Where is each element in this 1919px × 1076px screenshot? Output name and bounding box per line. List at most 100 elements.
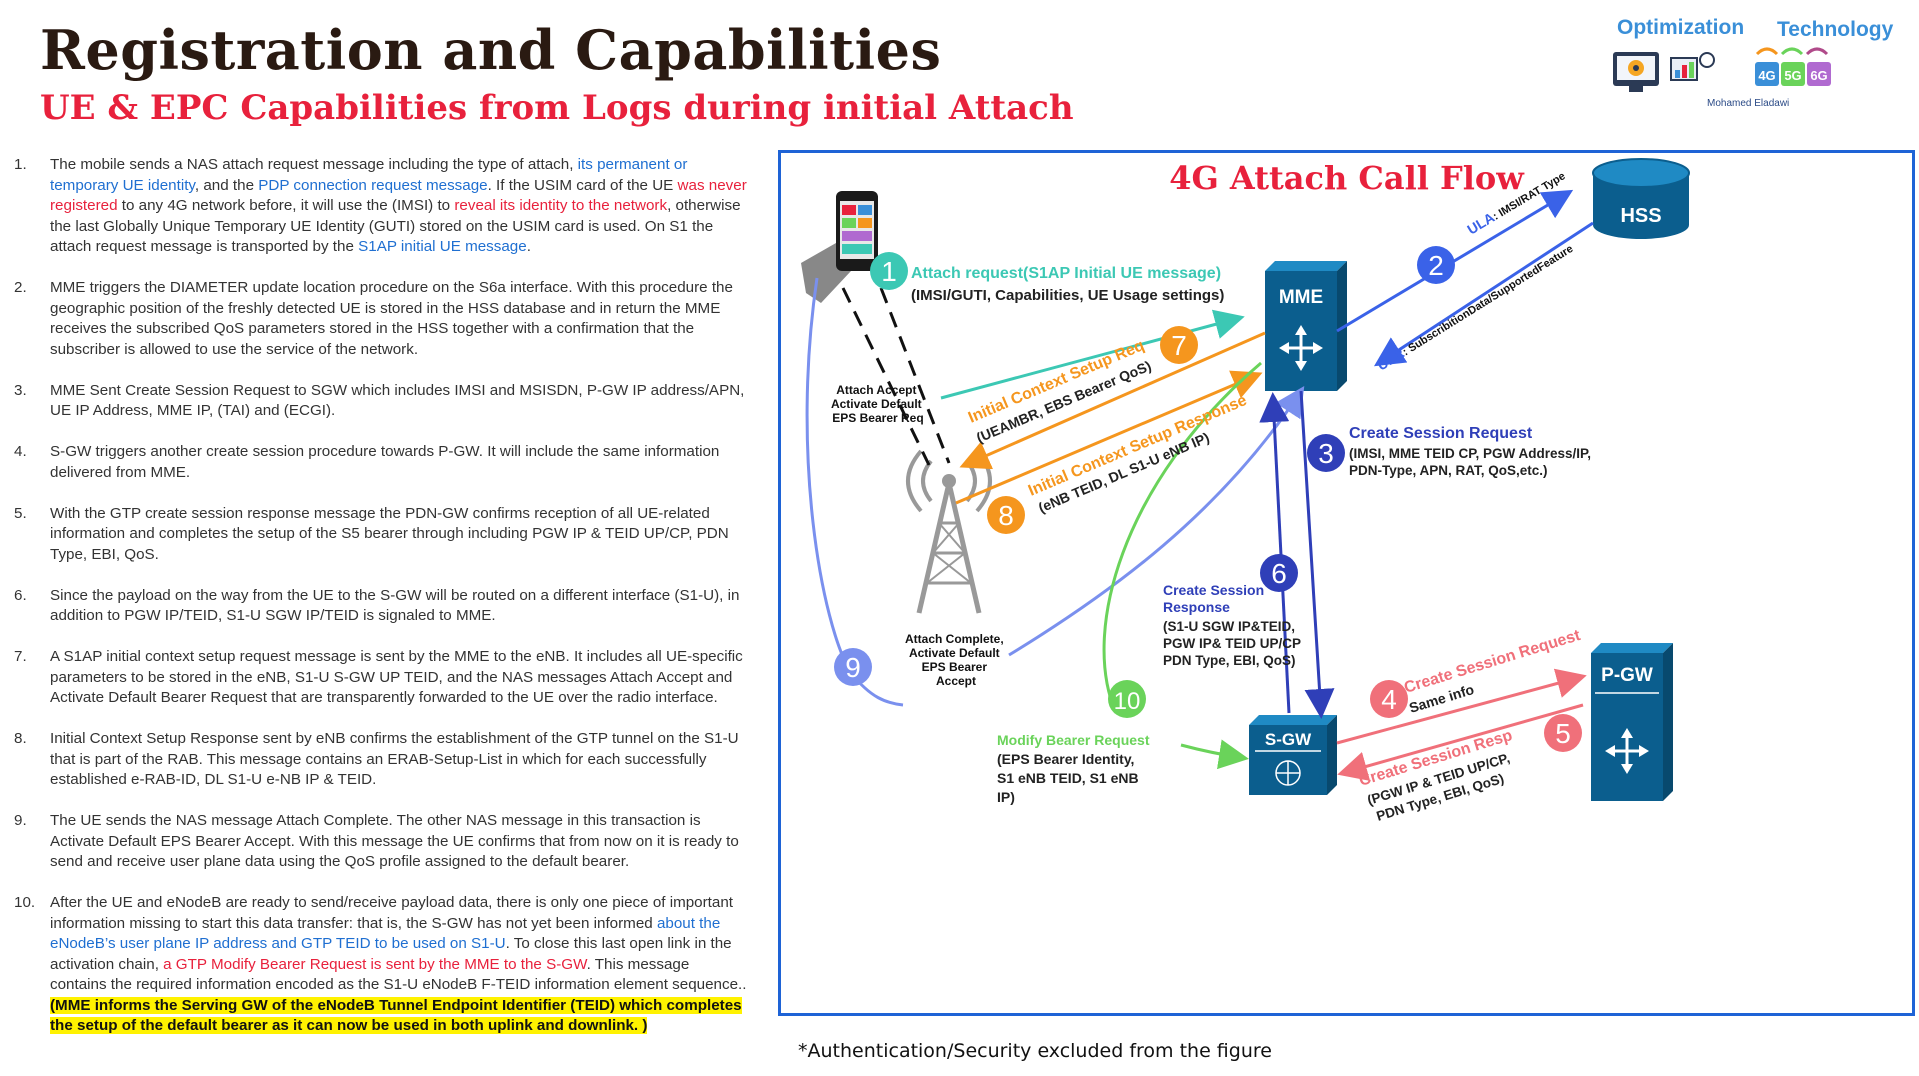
step-text: The mobile sends a NAS attach request me… bbox=[50, 156, 578, 173]
arrow-initial-context-resp bbox=[955, 370, 1263, 505]
gen-label: 6G bbox=[1810, 68, 1827, 83]
step-text: about the eNodeB’s user plane IP address… bbox=[50, 914, 721, 953]
step-number: 2. bbox=[14, 279, 27, 296]
step-text: MME Sent Create Session Request to SGW w… bbox=[50, 381, 745, 420]
arrow-10-curve bbox=[1102, 361, 1262, 714]
step-number: 9. bbox=[14, 812, 27, 829]
step-item: 10. After the UE and eNodeB are ready to … bbox=[12, 893, 747, 1037]
attach-request-title: Attach request(S1AP Initial UE message) bbox=[911, 265, 1221, 282]
arrow-initial-context-req bbox=[959, 331, 1266, 470]
footnote: *Authentication/Security excluded from t… bbox=[798, 1040, 1272, 1062]
create-session-resp-title: Create Session Response bbox=[1163, 582, 1268, 615]
step-badge-circle bbox=[1307, 434, 1345, 472]
step-text: S-GW triggers another create session pro… bbox=[50, 443, 720, 481]
step-text: S1AP initial UE message bbox=[358, 238, 527, 255]
mme-label: MME bbox=[1279, 287, 1323, 308]
arrow-create-session-req bbox=[1299, 390, 1335, 719]
step-item: 4. S-GW triggers another create session p… bbox=[12, 442, 747, 483]
step-text: to any 4G network before, it will use th… bbox=[117, 197, 455, 214]
arrow-9-line bbox=[805, 277, 904, 707]
procedure-steps-list: 1.The mobile sends a NAS attach request … bbox=[12, 155, 747, 1057]
hss-node: HSS bbox=[1592, 158, 1690, 239]
arrow-s5-create-req bbox=[1336, 668, 1587, 745]
monitor-gear-icon bbox=[1613, 52, 1659, 92]
step-badge-number: 3 bbox=[1318, 438, 1334, 469]
attach-complete-label: Attach Complete, Activate Default EPS Be… bbox=[905, 632, 1007, 688]
step-text: was never registered bbox=[50, 176, 747, 215]
step-text: . To close this last open link in the ac… bbox=[50, 935, 732, 973]
step-text: Since the payload on the way from the UE… bbox=[50, 586, 740, 625]
step-text: Initial Context Setup Response sent by e… bbox=[50, 730, 739, 788]
step-text: After the UE and eNodeB are ready to sen… bbox=[50, 894, 734, 932]
call-flow-canvas: HSS MME S-GW bbox=[801, 158, 1690, 824]
page-title: Registration and Capabilities bbox=[40, 18, 942, 82]
arrow-9-to-mme bbox=[1008, 385, 1305, 657]
step-number: 5. bbox=[14, 504, 27, 522]
page-subtitle: UE & EPC Capabilities from Logs during i… bbox=[40, 88, 1074, 128]
step-text: (MME informs the Serving GW of the eNode… bbox=[50, 996, 742, 1034]
step-text: , otherwise the last Globally Unique Tem… bbox=[50, 197, 741, 255]
step-text: A S1AP initial context setup request mes… bbox=[50, 648, 743, 706]
modify-bearer-title: Modify Bearer Request bbox=[997, 732, 1150, 748]
radio-link-line bbox=[841, 287, 931, 466]
step-text: . This message contains the required inf… bbox=[50, 955, 747, 994]
step-item: 5.With the GTP create session response m… bbox=[12, 504, 747, 566]
step-text: , and the bbox=[194, 176, 259, 194]
attach-request-detail: (IMSI/GUTI, Capabilities, UE Usage setti… bbox=[911, 287, 1224, 304]
step-badge-number: 7 bbox=[1171, 330, 1187, 361]
branding: Optimization Technology 4G 5G 6G bbox=[1597, 14, 1897, 114]
step-badge-circle bbox=[1108, 680, 1146, 718]
step-text: PDP connection request message bbox=[258, 176, 488, 194]
step-badge-circle bbox=[870, 252, 908, 290]
step-number: 6. bbox=[14, 586, 27, 604]
step-text: reveal its identity to the network bbox=[454, 197, 668, 214]
router-icon bbox=[1279, 325, 1323, 371]
step-badge-circle bbox=[1417, 246, 1455, 284]
step-badge-circle bbox=[834, 648, 872, 686]
diagram-title: 4G Attach Call Flow bbox=[1169, 159, 1524, 197]
create-session-req-detail: (IMSI, MME TEID CP, PGW Address/IP, PDN-… bbox=[1349, 446, 1595, 478]
step-text: MME triggers the DIAMETER update locatio… bbox=[50, 279, 733, 358]
optimization-label: Optimization bbox=[1617, 16, 1745, 39]
signal-tower-icon: 4G 5G 6G bbox=[1755, 47, 1831, 86]
create-session-resp-detail: (S1-U SGW IP&TEID, PGW IP& TEID UP/CP PD… bbox=[1163, 619, 1305, 668]
s5-create-req-title: Create Session Request bbox=[1402, 627, 1583, 697]
step-badge-number: 6 bbox=[1271, 558, 1287, 589]
step-item: 3.MME Sent Create Session Request to SGW… bbox=[12, 381, 747, 422]
router-icon bbox=[1605, 728, 1649, 774]
pgw-node: P-GW bbox=[1591, 643, 1673, 801]
modify-bearer-detail: (EPS Bearer Identity, S1 eNB TEID, S1 eN… bbox=[997, 751, 1143, 805]
step-badge-circle bbox=[1544, 714, 1582, 752]
gen-label: 5G bbox=[1784, 68, 1801, 83]
author-credit: Mohamed Eladawi bbox=[1707, 98, 1790, 109]
step-text: its permanent or temporary UE identity bbox=[50, 156, 688, 194]
arrow-modify-bearer bbox=[1180, 739, 1249, 770]
branding-icons: 4G 5G 6G bbox=[1613, 47, 1831, 92]
call-flow-diagram: 4G Attach Call Flow HSS bbox=[778, 150, 1915, 1016]
step-number: 8. bbox=[14, 730, 27, 747]
step-badge-number: 4 bbox=[1381, 684, 1397, 715]
step-badge-circle bbox=[1160, 326, 1198, 364]
step-item: 6. Since the payload on the way from the … bbox=[12, 586, 747, 627]
gen-label: 4G bbox=[1758, 68, 1775, 83]
step-item: 1.The mobile sends a NAS attach request … bbox=[12, 155, 747, 258]
step-badge-number: 9 bbox=[845, 652, 861, 683]
smartphone-icon bbox=[801, 191, 878, 303]
step-badge-circle bbox=[1260, 554, 1298, 592]
sgw-node: S-GW bbox=[1249, 715, 1337, 795]
dashboard-icon bbox=[1670, 52, 1715, 81]
step-number: 10. bbox=[14, 894, 36, 911]
step-text: The UE sends the NAS message Attach Comp… bbox=[50, 812, 739, 870]
step-badge-number: 8 bbox=[998, 500, 1014, 531]
step-item: 7.A S1AP initial context setup request m… bbox=[12, 647, 747, 709]
step-badge-number: 1 bbox=[881, 256, 897, 287]
step-item: 8. Initial Context Setup Response sent by… bbox=[12, 729, 747, 791]
step-badge-number: 10 bbox=[1114, 688, 1141, 715]
step-number: 4. bbox=[14, 443, 27, 460]
step-badge-circle bbox=[1370, 680, 1408, 718]
step-text: . bbox=[526, 238, 531, 255]
arrow-ulr bbox=[1373, 221, 1594, 367]
create-session-req-title: Create Session Request bbox=[1349, 425, 1533, 442]
step-item: 9. The UE sends the NAS message Attach Co… bbox=[12, 811, 747, 873]
